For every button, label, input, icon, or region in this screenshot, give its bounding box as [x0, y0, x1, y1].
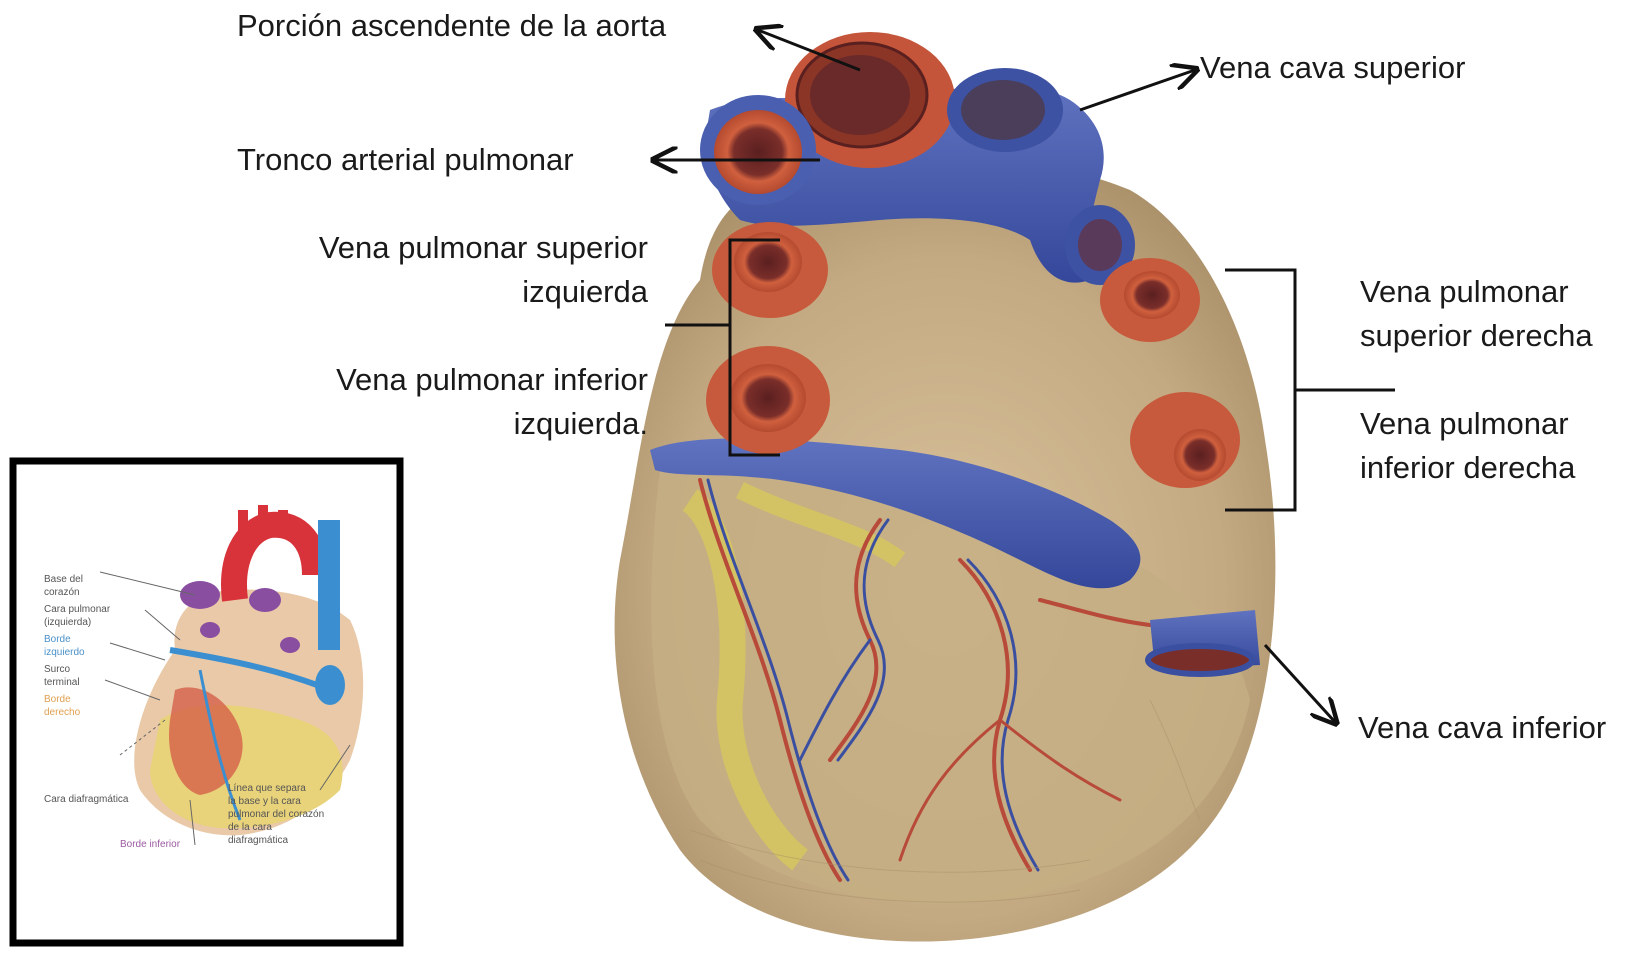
label-vp-inf-der-line1: Vena pulmonar: [1360, 402, 1569, 446]
inset-label-cara-pulmonar-2: (izquierda): [44, 616, 91, 629]
inset-label-linea-4: de la cara: [228, 821, 272, 834]
label-vena-cava-inferior: Vena cava inferior: [1358, 706, 1606, 750]
inset-label-surco-2: terminal: [44, 676, 80, 689]
inset-label-linea-5: diafragmática: [228, 834, 288, 847]
label-vp-sup-izq-line2: izquierda: [522, 270, 648, 314]
vcs-arrow: [1080, 70, 1195, 110]
vp-inf-izq-model: [706, 346, 830, 454]
label-vp-inf-izq-line2: izquierda.: [514, 402, 648, 446]
label-vp-sup-der-line2: superior derecha: [1360, 314, 1593, 358]
label-vp-inf-izq-line1: Vena pulmonar inferior: [336, 358, 648, 402]
inset-label-base: Base del: [44, 573, 83, 586]
label-vena-cava-superior: Vena cava superior: [1200, 46, 1465, 90]
label-vp-inf-der-line2: inferior derecha: [1360, 446, 1575, 490]
vp-inf-der-model: [1130, 392, 1240, 488]
inset-label-borde-inferior: Borde inferior: [120, 838, 180, 851]
inset-label-borde-der-2: derecho: [44, 706, 80, 719]
label-vp-sup-izq-line1: Vena pulmonar superior: [319, 226, 648, 270]
svc-model: [947, 68, 1063, 152]
heart-model: [615, 32, 1276, 942]
vci-arrow: [1265, 645, 1335, 722]
ivc-model: [1148, 610, 1260, 674]
inset-label-cara-diafragmatica: Cara diafragmática: [44, 793, 128, 806]
label-aorta: Porción ascendente de la aorta: [237, 4, 666, 48]
inset-label-borde-izq-2: izquierdo: [44, 646, 85, 659]
inset-label-surco: Surco: [44, 663, 70, 676]
inset-label-borde-der: Borde: [44, 693, 71, 706]
label-vp-sup-der-line1: Vena pulmonar: [1360, 270, 1569, 314]
label-tronco-arterial-pulmonar: Tronco arterial pulmonar: [237, 138, 574, 182]
inset-label-linea-2: la base y la cara: [228, 795, 301, 808]
inset-label-linea-3: pulmonar del corazón: [228, 808, 324, 821]
inset-label-borde-izq: Borde: [44, 633, 71, 646]
inset-label-base-2: corazón: [44, 586, 80, 599]
pulmonary-trunk-model: [700, 95, 816, 205]
inset-label-cara-pulmonar: Cara pulmonar: [44, 603, 110, 616]
inset-label-linea-1: Línea que separa: [228, 782, 306, 795]
inset-illustration: [13, 461, 400, 943]
